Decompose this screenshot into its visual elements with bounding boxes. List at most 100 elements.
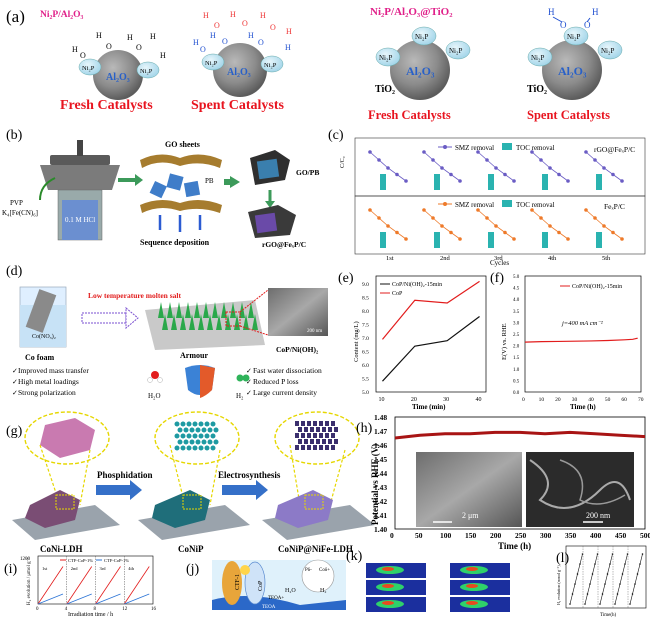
g-particle [177,439,183,445]
g-particle [210,421,216,427]
g-nanosheet [304,439,308,444]
panel-d: (d) Co(NO₃)₂ Co foam Low temperature mol… [6,264,328,400]
armour-spike [248,302,254,318]
h-ytick: 1.42 [374,497,387,506]
g-nanosheet [331,421,335,426]
g-particle [180,433,186,439]
c-series-line [585,151,623,182]
f-series-line [524,337,638,343]
panel-a-label: (a) [6,7,25,26]
spent-label-2: Spent Catalysts [527,108,610,122]
ni2p-label: Ni₂P [601,47,614,55]
f-xtick: 40 [588,397,594,403]
legend-smz-bottom: SMZ removal [455,201,494,209]
spent-label-1: Spent Catalysts [191,98,285,113]
c-xlabel: Cycles [490,259,509,267]
c-cycle-label: 3rd [494,255,503,262]
e-series-line [382,280,480,340]
g-nanosheet [322,439,326,444]
fresh-label-1: Fresh Catalysts [60,98,153,113]
check-icon: ✓ [246,378,252,386]
g-particle [189,439,195,445]
k-map-core [382,601,394,605]
l-run-line [599,553,613,605]
c-cycle-label: 4th [548,255,557,262]
pvp-label: PVP [10,199,23,207]
k-map-core [466,584,478,588]
h-xtick: 200 [490,531,502,540]
j-p: Pδ- [305,568,312,573]
c-toc-bar [488,232,494,248]
h-plot-frame [394,416,646,530]
armour-spike [243,314,249,330]
g-particle [201,439,207,445]
c-series-line [531,209,569,240]
g-particle [204,433,210,439]
atom-h: H [248,31,254,40]
c-series-group [368,150,624,248]
armour-spike [230,302,236,318]
title-top: rGO@FeₓP/C [594,145,635,154]
c-series-line [531,151,569,182]
g-particle [198,433,204,439]
g-nanosheet [310,439,314,444]
atom-o: O [106,42,112,51]
i-run-label: 3rd [100,566,107,571]
catalyst-spent-2: Al₂O₃ Ni₂P Ni₂P Ni₂P H O H O TiO₂ Spent … [527,7,623,122]
h-ytick: 1.44 [374,469,387,478]
check-icon: ✓ [12,389,18,397]
atom-h: H [160,51,166,60]
product-label: CoP/Ni(OH)₂ [276,345,319,354]
vial-label: 0.1 M HCl [65,216,95,224]
atom-h: H [592,7,599,17]
l-run-line [629,553,643,605]
h-ytick: 1.47 [374,427,387,436]
f-ytick: 1.5 [513,356,520,361]
g-nanosheet [304,427,308,432]
e-xtick: 10 [378,397,384,403]
g-nanosheet [313,433,317,438]
atom-o: O [584,20,591,30]
h-series [394,430,646,440]
atom-o: O [270,23,276,32]
e-legend-label: CoP/Ni(OH)₂-15min [392,281,442,288]
fresh-label-2: Fresh Catalysts [368,108,451,122]
e-ytick: 7.5 [362,323,369,329]
atom-o: O [560,20,567,30]
title-bottom: FeₓP/C [604,202,625,211]
armour-spike [162,314,168,330]
g-nanosheet [313,421,317,426]
i-legend1: CTF-CoP-1% [68,558,93,563]
g-nanosheet [307,445,311,450]
catalyst-fresh-1: Al₂O₃ Ni₂P Ni₂P H O H O H O H H [72,31,166,100]
e-xtick: 20 [411,397,417,403]
f-legend: CoP/Ni(OH)₂-15min [572,283,622,290]
sequence-label: Sequence deposition [140,238,210,247]
g-nanosheet [325,433,329,438]
e-xtick: 40 [476,397,482,403]
atom-o: O [200,45,206,54]
g-nanosheet [298,427,302,432]
salt-label: Low temperature molten salt [88,291,181,300]
g-nanosheet [319,421,323,426]
pb-label: PB [205,177,214,185]
atom-h: H [260,11,266,20]
g-particle [204,445,210,451]
f-ytick: 1.0 [513,368,520,373]
i-red-run [95,566,121,605]
g-nanoparticle-hex [174,421,219,451]
atom-o: O [258,38,264,47]
g-m1: CoNi-LDH [40,544,83,554]
f-annotation: j=400 mA cm⁻² [561,320,604,327]
c-toc-bar [380,174,386,190]
atom-o: O [214,21,220,30]
c-series-line [369,209,407,240]
g-nanosheet [295,421,299,426]
g-particle [195,439,201,445]
ni2p-label: Ni₂P [449,47,462,55]
c-series-line [585,209,623,240]
panel-h-label: (h) [356,421,373,436]
g-particle [183,427,189,433]
